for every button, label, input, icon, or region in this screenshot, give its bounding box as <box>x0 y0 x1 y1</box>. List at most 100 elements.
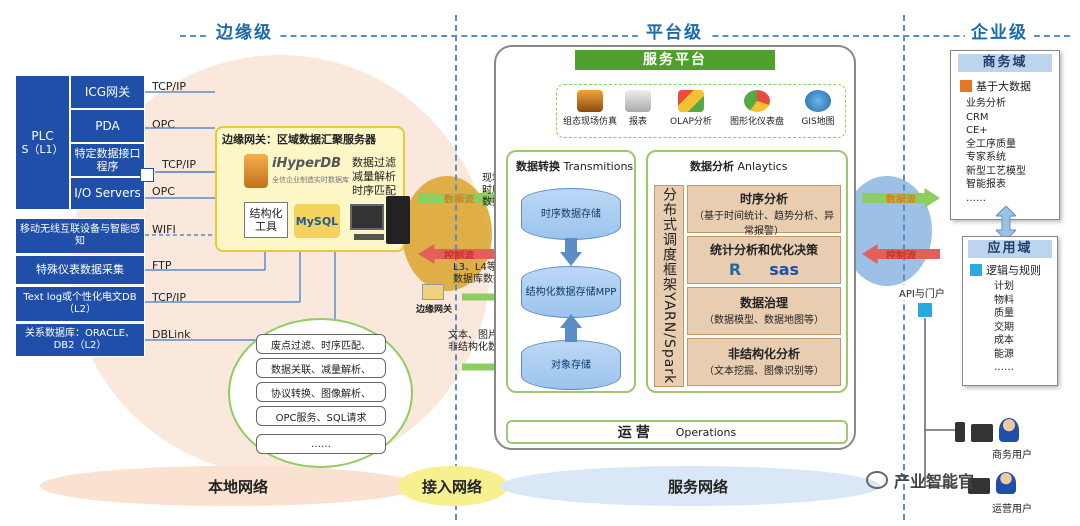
business-item: CRM <box>966 111 989 123</box>
icg-gateway-box: ICG网关 <box>70 75 145 109</box>
business-item: 新型工艺模型 <box>966 165 1026 177</box>
l3l4-label-1: L3、L4等 <box>453 262 497 273</box>
business-user-icons <box>955 418 1019 442</box>
wechat-icon <box>866 471 888 489</box>
gateway-functions: 数据过滤 减量解析 时序匹配 <box>352 156 396 198</box>
gateway-function-parse: 减量解析 <box>352 170 396 183</box>
l3l4-label: L3、L4等 数据库数据 <box>453 262 503 286</box>
ihyperdb-logo: iHyperDB <box>272 156 342 171</box>
timeseries-analysis-desc: （基于时间统计、趋势分析、异常报警） <box>694 211 834 237</box>
report-icon <box>625 90 651 112</box>
control-flow-arrow-enterprise: 控制流 <box>862 244 940 264</box>
dashboard-icon <box>744 90 770 112</box>
olap-label: OLAP分析 <box>670 117 712 127</box>
access-network-label: 接入网络 <box>422 478 483 496</box>
data-transform-title: 数据转换 Transmitions <box>516 158 633 174</box>
data-flow-label-2: 数据流 <box>886 194 916 206</box>
business-item: 智能报表 <box>966 179 1006 190</box>
timeseries-storage-cylinder: 时序数据存储 <box>521 188 621 240</box>
object-storage-cylinder: 对象存储 <box>521 340 621 390</box>
platform-icons-row <box>556 84 846 138</box>
special-meter-box: 特殊仪表数据采集 <box>15 255 145 285</box>
bigdata-bullet-icon <box>960 80 972 92</box>
protocol-tcpip-1: TCP/IP <box>152 80 186 93</box>
io-servers-box: I/O Servers <box>70 177 145 210</box>
gis-icon-box: GIS地图 <box>796 90 840 127</box>
site-data-label: 现场 时序 数据 <box>482 173 502 209</box>
edge-function-item: OPC服务、SQL请求 <box>256 406 386 426</box>
report-icon-box: 报表 <box>620 90 656 127</box>
mpp-storage-cylinder: 结构化数据存储MPP <box>521 266 621 318</box>
control-flow-arrow-edge: 控制流 <box>418 244 500 264</box>
gis-label: GIS地图 <box>801 117 835 127</box>
unstructured-label-2: 非结构化数据 <box>448 342 508 353</box>
bigdata-label: 基于大数据 <box>976 80 1031 93</box>
mysql-icon: MySQL <box>294 204 340 238</box>
api-connector-lines <box>924 318 956 488</box>
scada-sim-icon-box: 组态现场仿真 <box>560 90 620 127</box>
site-label-2: 时序 <box>482 185 502 196</box>
ihyperdb-sub: 全信企业制造实时数据库 <box>272 176 349 184</box>
business-item: …… <box>966 192 986 204</box>
plc-block: PLC S（L1） <box>15 75 70 210</box>
bigdata-row: 基于大数据 <box>960 78 1031 94</box>
protocol-tcpip-3: TCP/IP <box>152 291 186 304</box>
analytics-logos: R sas <box>688 260 840 279</box>
dashboard-icon-box: 图形化仪表盘 <box>722 90 792 127</box>
gateway-function-filter: 数据过滤 <box>352 156 396 169</box>
protocol-tcpip-2: TCP/IP <box>162 158 196 171</box>
app-domain-box <box>962 236 1058 386</box>
logic-label: 逻辑与规则 <box>986 264 1041 277</box>
divider-edge-platform <box>455 15 457 520</box>
edge-function-item: 废点过滤、时序匹配、 <box>256 334 386 354</box>
access-network-band <box>398 466 508 506</box>
business-item: 全工序质量 <box>966 138 1016 150</box>
gis-map-icon <box>805 90 831 112</box>
api-portal-icon <box>918 303 932 317</box>
operations-cn: 运营 <box>617 425 654 441</box>
structured-tool-box: 结构化工具 <box>244 202 288 238</box>
app-item: 成本 <box>994 335 1014 346</box>
business-user-label: 商务用户 <box>992 450 1032 461</box>
data-governance-desc: （数据模型、数据地图等） <box>704 315 824 326</box>
edge-function-item: 数据关联、减量解析、 <box>256 358 386 378</box>
edge-function-item: …… <box>256 434 386 454</box>
mobile-device-box: 移动无线互联设备与智能感知 <box>15 218 145 254</box>
business-items: 业务分析 CRM CE+ 全工序质量 专家系统 新型工艺模型 智能报表 …… <box>966 97 1026 205</box>
divider-platform-enterprise <box>903 15 905 520</box>
app-items: 计划 物料 质量 交期 成本 能源 …… <box>994 280 1014 375</box>
service-network-label: 服务网络 <box>668 478 729 496</box>
small-gateway-label: 边缘网关 <box>416 305 453 315</box>
data-flow-arrow-edge: 数据流 <box>418 188 500 208</box>
user-avatar-icon <box>999 418 1019 442</box>
top-dashed-line <box>180 35 1070 37</box>
unstructured-label-1: 文本、图片等 <box>448 330 508 341</box>
operations-en: Operations <box>675 425 737 439</box>
r-logo-icon: R <box>728 260 742 279</box>
control-flow-label: 控制流 <box>444 250 474 262</box>
relational-db-box: 关系数据库：ORACLE、DB2（L2） <box>15 323 145 357</box>
site-label-1: 现场 <box>482 173 502 184</box>
desktop-icon <box>968 478 990 494</box>
server-icon <box>350 196 414 248</box>
timeseries-analysis-title: 时序分析 <box>739 192 788 206</box>
phone-icon <box>955 422 965 442</box>
ihyperdb-icon <box>244 154 268 188</box>
ops-user-avatar-icon <box>996 472 1016 494</box>
gateway-function-match: 时序匹配 <box>352 184 396 197</box>
scheduler-framework-bar: 分布式调度框架YARN/Spark <box>654 185 684 387</box>
data-transform-en: Transmitions <box>563 160 634 173</box>
local-network-label: 本地网络 <box>208 478 269 496</box>
data-analytics-title: 数据分析 Anlaytics <box>690 158 787 174</box>
textlog-box: Text log或个性化电文DB（L2） <box>15 286 145 322</box>
data-analytics-cn: 数据分析 <box>690 160 734 173</box>
olap-icon <box>678 90 704 112</box>
control-flow-label-2: 控制流 <box>886 250 916 262</box>
scada-sim-label: 组态现场仿真 <box>562 117 617 127</box>
logic-row: 逻辑与规则 <box>970 262 1041 278</box>
l3l4-label-2: 数据库数据 <box>453 274 503 285</box>
small-gateway-icon <box>422 284 444 300</box>
data-flow-arrow-enterprise: 数据流 <box>862 188 940 208</box>
olap-icon-box: OLAP分析 <box>664 90 718 127</box>
protocol-dblink: DBLink <box>152 328 191 341</box>
